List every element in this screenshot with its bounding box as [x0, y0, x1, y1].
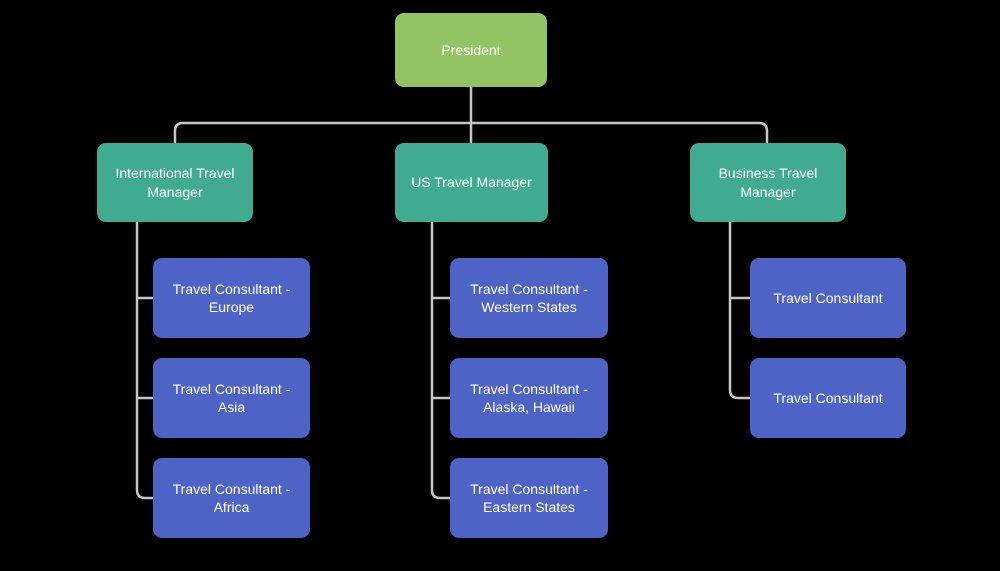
node-travel-consultant-eastern-states-label: Travel Consultant - Eastern States: [470, 480, 588, 515]
node-travel-consultant-africa-label: Travel Consultant - Africa: [172, 480, 291, 515]
node-travel-consultant-western-states-label: Travel Consultant - Western States: [470, 280, 588, 315]
node-travel-consultant-western-states: Travel Consultant - Western States: [450, 258, 608, 338]
node-travel-consultant-business-1: Travel Consultant: [750, 258, 906, 338]
node-travel-consultant-europe: Travel Consultant - Europe: [153, 258, 310, 338]
node-us-travel-manager-label: US Travel Manager: [411, 174, 532, 191]
node-travel-consultant-asia: Travel Consultant - Asia: [153, 358, 310, 438]
connector-business-spine: [728, 222, 750, 400]
node-business-travel-manager: Business Travel Manager: [690, 143, 846, 222]
node-international-travel-manager: International Travel Manager: [97, 143, 253, 222]
node-president: President: [395, 13, 547, 87]
connector-rail: [173, 121, 769, 143]
node-us-travel-manager: US Travel Manager: [395, 143, 548, 222]
node-president-label: President: [441, 41, 501, 58]
connector-us-spine: [430, 222, 450, 500]
node-business-travel-manager-label: Business Travel Manager: [718, 165, 818, 200]
node-travel-consultant-africa: Travel Consultant - Africa: [153, 458, 310, 538]
node-travel-consultant-alaska-hawaii-label: Travel Consultant - Alaska, Hawaii: [470, 380, 588, 415]
connector-intl-spine: [135, 222, 153, 500]
node-travel-consultant-eastern-states: Travel Consultant - Eastern States: [450, 458, 608, 538]
node-travel-consultant-alaska-hawaii: Travel Consultant - Alaska, Hawaii: [450, 358, 608, 438]
node-travel-consultant-europe-label: Travel Consultant - Europe: [172, 280, 291, 315]
node-travel-consultant-asia-label: Travel Consultant - Asia: [172, 380, 291, 415]
node-international-travel-manager-label: International Travel Manager: [115, 165, 235, 200]
node-travel-consultant-business-2: Travel Consultant: [750, 358, 906, 438]
node-travel-consultant-business-2-label: Travel Consultant: [773, 389, 883, 406]
node-travel-consultant-business-1-label: Travel Consultant: [773, 289, 883, 306]
